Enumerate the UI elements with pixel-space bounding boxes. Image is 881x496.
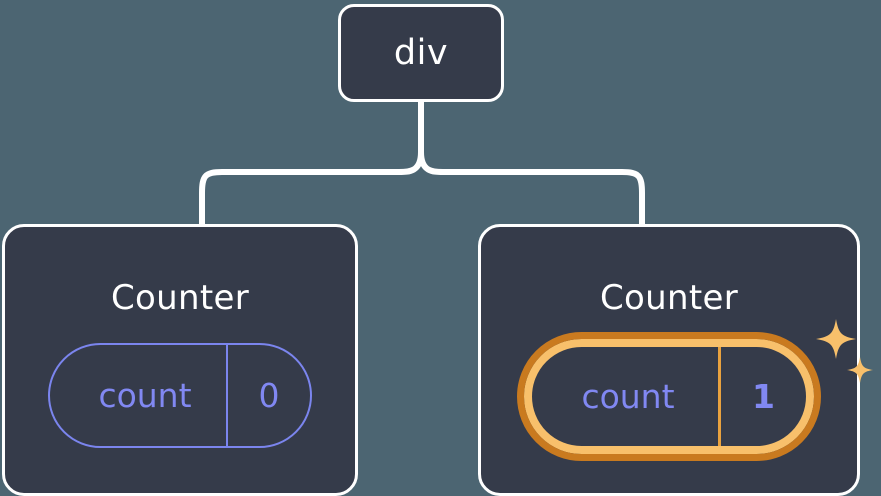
state-pill-right-wrap: count 1 bbox=[517, 319, 873, 461]
sparkles-icon bbox=[816, 319, 873, 383]
state-value-right: 1 bbox=[718, 347, 806, 446]
state-value-left: 0 bbox=[226, 345, 310, 446]
node-title-right: Counter bbox=[600, 278, 738, 318]
node-root-div[interactable]: div bbox=[338, 4, 504, 102]
node-root-label: div bbox=[393, 32, 449, 73]
state-pill-left-wrap: count 0 bbox=[48, 343, 312, 448]
state-key-right: count bbox=[581, 377, 675, 416]
node-title-left: Counter bbox=[111, 278, 249, 318]
connector-branch-left bbox=[199, 151, 424, 228]
sparkle-large-icon bbox=[816, 319, 856, 359]
state-pill-right[interactable]: count 1 bbox=[517, 332, 821, 461]
state-pill-left[interactable]: count 0 bbox=[48, 343, 312, 448]
connector-branch-right bbox=[418, 151, 645, 228]
state-key-left: count bbox=[98, 376, 192, 415]
node-counter-left[interactable]: Counter count 0 bbox=[2, 224, 358, 496]
sparkle-small-icon bbox=[847, 357, 873, 383]
node-counter-right[interactable]: Counter count 1 bbox=[478, 224, 873, 496]
